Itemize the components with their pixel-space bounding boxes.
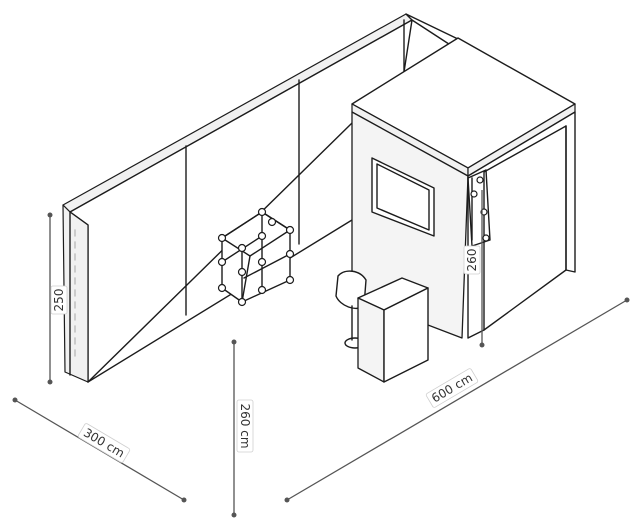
storage-room-door-floor bbox=[483, 269, 567, 331]
counter-side bbox=[357, 297, 385, 383]
cube-shelf-mid-h2 bbox=[243, 253, 291, 279]
dim-depth-label-group: 300 cm bbox=[77, 423, 131, 463]
storage-room bbox=[351, 37, 576, 339]
tv-screen bbox=[371, 157, 435, 237]
counter-front bbox=[383, 287, 429, 383]
door-rack bbox=[467, 169, 491, 247]
dim-height-label: 260 cm bbox=[238, 403, 252, 448]
dim-room-height-label-group: 260 bbox=[463, 245, 481, 275]
dim-wall-height-label: 250 bbox=[52, 289, 66, 312]
cube-shelf bbox=[217, 207, 295, 307]
dim-wall-height-label-group: 250 bbox=[50, 285, 68, 315]
back-wall-floor-line bbox=[87, 219, 353, 383]
back-wall bbox=[62, 13, 461, 383]
dim-room-height-label: 260 bbox=[465, 249, 479, 272]
dim-width-label-group: 600 cm bbox=[425, 368, 479, 408]
tv-screen-inner bbox=[376, 163, 430, 231]
dim-width-line bbox=[286, 299, 628, 501]
dim-height-label-group: 260 cm bbox=[236, 399, 254, 453]
cube-shelf-front-edge bbox=[241, 255, 251, 303]
dimension-lines bbox=[12, 190, 630, 518]
counter bbox=[357, 277, 429, 383]
